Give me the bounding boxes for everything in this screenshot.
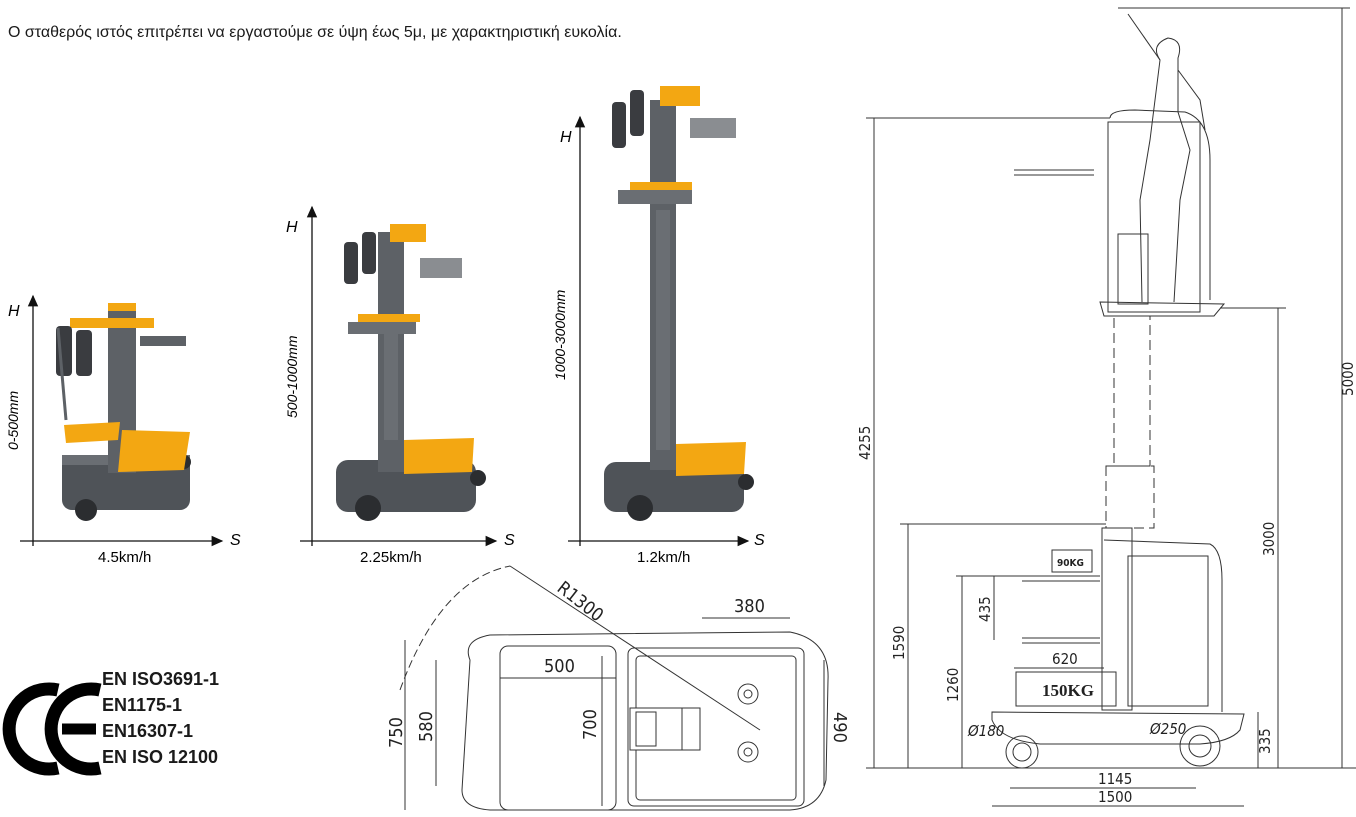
dim-3000: 3000 bbox=[1260, 522, 1278, 556]
axis1-speed-label: 4.5km/h bbox=[98, 549, 151, 566]
dim-580: 580 bbox=[416, 711, 437, 742]
top-view-drawing bbox=[399, 565, 829, 811]
side-view-drawing bbox=[866, 7, 1356, 807]
axis3-speed-label: 1.2km/h bbox=[637, 549, 690, 566]
axis1-y-label: H bbox=[8, 303, 20, 320]
axis1-range-label: 0-500mm bbox=[5, 391, 21, 450]
standard-item: EN1175-1 bbox=[102, 695, 183, 715]
axis2-y-label: H bbox=[286, 219, 298, 236]
dim-r1300: R1300 bbox=[553, 577, 607, 626]
axis-group-1: H S 0-500mm 4.5km/h bbox=[5, 294, 241, 566]
dim-1260: 1260 bbox=[944, 668, 962, 702]
dim-4255: 4255 bbox=[856, 426, 874, 460]
axis3-y-label: H bbox=[560, 129, 572, 146]
intro-text: Ο σταθερός ιστός επιτρέπει να εργαστούμε… bbox=[8, 24, 622, 41]
machine-low-image bbox=[56, 303, 191, 521]
top-view-labels: R1300 380 500 700 750 580 490 bbox=[386, 577, 850, 748]
dim-435: 435 bbox=[976, 596, 994, 622]
machine-mid-image bbox=[336, 224, 486, 521]
axis2-speed-label: 2.25km/h bbox=[360, 549, 422, 566]
dim-5000: 5000 bbox=[1339, 362, 1356, 396]
side-view-labels: 4255 5000 3000 1590 1260 435 620 335 114… bbox=[856, 362, 1356, 806]
load-main-label: 150KG bbox=[1042, 681, 1094, 700]
wheel-front-label: Ø180 bbox=[967, 722, 1004, 740]
dim-1500: 1500 bbox=[1098, 788, 1132, 806]
dim-500: 500 bbox=[544, 656, 575, 677]
axis-group-3: H S 1000-3000mm 1.2km/h bbox=[552, 115, 765, 566]
dim-490: 490 bbox=[829, 712, 850, 743]
ce-mark-logo bbox=[2, 682, 102, 776]
axis2-range-label: 500-1000mm bbox=[284, 335, 300, 418]
standard-item: EN16307-1 bbox=[102, 721, 194, 741]
dim-380: 380 bbox=[734, 596, 765, 617]
dim-1590: 1590 bbox=[890, 626, 908, 660]
dim-335: 335 bbox=[1256, 728, 1274, 754]
axis3-range-label: 1000-3000mm bbox=[552, 289, 568, 380]
wheel-rear-label: Ø250 bbox=[1149, 720, 1186, 738]
standards-list: EN ISO3691-1 EN1175-1 EN16307-1 EN ISO 1… bbox=[102, 666, 219, 770]
dim-620: 620 bbox=[1052, 650, 1078, 668]
standard-item: EN ISO 12100 bbox=[102, 747, 219, 767]
machine-high-image bbox=[604, 86, 754, 521]
standard-item: EN ISO3691-1 bbox=[102, 669, 220, 689]
dim-1145: 1145 bbox=[1098, 770, 1132, 788]
load-top-label: 90KG bbox=[1057, 558, 1084, 569]
axis1-x-label: S bbox=[230, 532, 241, 549]
axis2-x-label: S bbox=[504, 532, 515, 549]
dim-700: 700 bbox=[580, 709, 601, 740]
dim-750: 750 bbox=[386, 717, 407, 748]
axis-group-2: H S 500-1000mm 2.25km/h bbox=[284, 205, 515, 566]
axis3-x-label: S bbox=[754, 532, 765, 549]
